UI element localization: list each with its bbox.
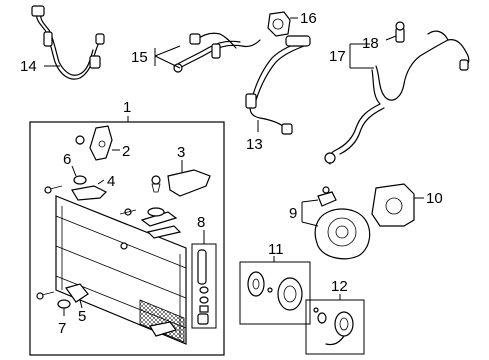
hose-clamp (267, 11, 298, 37)
callout-6: 6 (63, 151, 71, 168)
callout-7: 7 (58, 320, 66, 337)
compressor (301, 186, 371, 260)
callout-17: 17 (329, 48, 346, 65)
callout-14: 14 (20, 58, 37, 75)
upper-cushion (44, 179, 108, 201)
callout-8: 8 (197, 214, 205, 231)
compressor-housing (371, 183, 424, 227)
field-coil (305, 294, 365, 355)
suction-hose (154, 32, 261, 73)
mount-bolt (71, 165, 87, 185)
liquid-line (245, 35, 311, 135)
upper-bracket (75, 125, 120, 161)
callout-3: 3 (177, 144, 185, 161)
receiver-kit (191, 230, 217, 329)
callout-9: 9 (289, 205, 297, 222)
callout-4: 4 (107, 173, 115, 190)
callout-5: 5 (78, 308, 86, 325)
lower-bolt (36, 291, 71, 316)
callout-11: 11 (268, 241, 284, 258)
discharge-hose (31, 5, 105, 80)
callout-10: 10 (426, 190, 443, 207)
callout-15: 15 (131, 49, 148, 66)
callout-13: 13 (246, 136, 263, 153)
callout-16: 16 (300, 10, 317, 27)
condenser-core (55, 195, 187, 345)
clutch-assembly (239, 256, 311, 325)
pipe-assembly (324, 21, 470, 165)
lower-bracket (65, 283, 89, 309)
callout-2: 2 (122, 143, 130, 160)
condenser-assembly (29, 116, 225, 356)
callout-12: 12 (331, 278, 348, 295)
callout-1: 1 (123, 99, 131, 116)
callout-18: 18 (362, 35, 379, 52)
side-bracket (151, 160, 211, 197)
